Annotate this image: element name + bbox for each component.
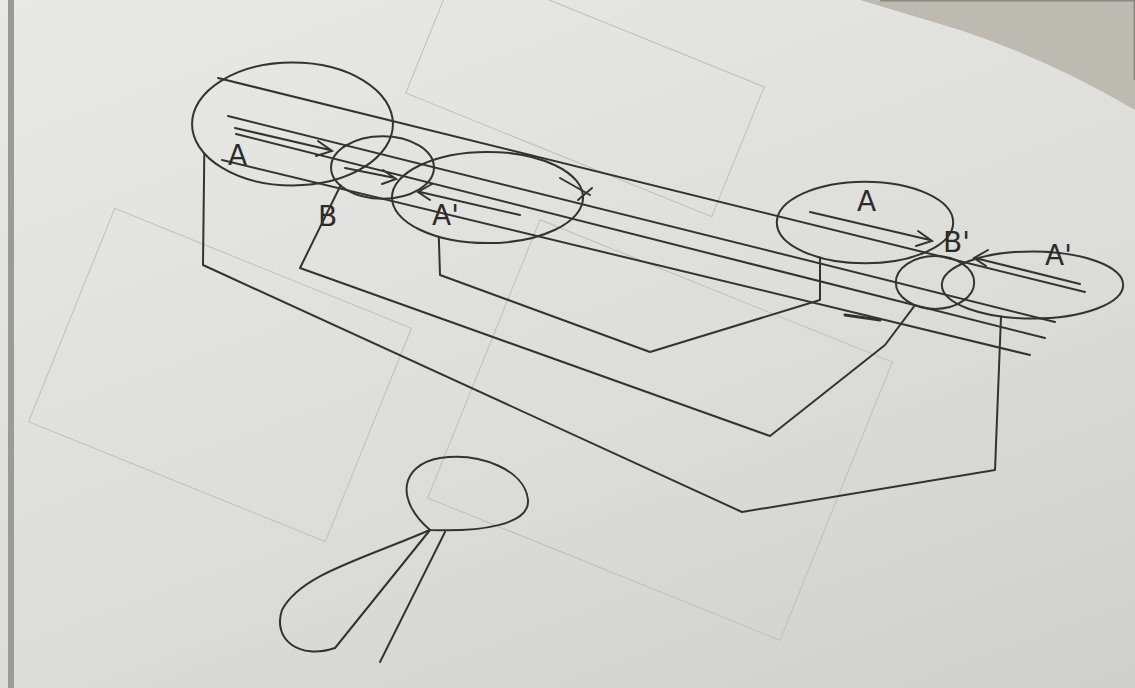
circle-outline xyxy=(190,60,395,188)
pairing-bracket xyxy=(439,237,820,352)
segment-label: A xyxy=(228,142,247,170)
dash-mark xyxy=(845,315,880,320)
circle-node: A' xyxy=(940,250,1125,320)
hairpin-loop xyxy=(407,457,528,530)
pairing-bracket xyxy=(300,186,915,437)
table-corner xyxy=(860,0,1135,110)
stem-loop xyxy=(280,457,528,662)
print-through xyxy=(29,0,893,640)
strand-line xyxy=(228,116,1055,322)
segment-label: A' xyxy=(432,202,459,230)
arrow-right xyxy=(345,168,396,184)
strand-line xyxy=(222,160,1030,355)
dna-strand xyxy=(218,78,1085,355)
circle-node: A' xyxy=(390,150,585,245)
arrow-right xyxy=(235,128,332,156)
pairing-bracket xyxy=(203,154,1001,513)
arrow-right xyxy=(810,212,932,246)
circle-shape xyxy=(331,136,434,198)
hairpin-bulge xyxy=(280,530,430,652)
direction-arrows xyxy=(235,128,1080,320)
segment-label: B' xyxy=(943,229,970,257)
circle-node: A xyxy=(190,60,395,188)
circle-outline xyxy=(940,250,1125,320)
table-pattern xyxy=(880,0,1135,80)
circle-shape xyxy=(777,182,953,264)
circle-shape xyxy=(942,251,1123,318)
page-edge xyxy=(8,0,14,688)
circle-node: A xyxy=(775,180,955,265)
circle-shape xyxy=(192,63,393,186)
circle-shape xyxy=(392,152,583,243)
segment-label: A' xyxy=(1045,242,1072,270)
strand-line xyxy=(236,134,1045,338)
hairpin-stem xyxy=(380,532,445,662)
circle-outline xyxy=(390,150,585,245)
circle-outline xyxy=(330,135,435,200)
segment-label: A xyxy=(857,188,876,216)
circle-node: B xyxy=(330,135,435,200)
